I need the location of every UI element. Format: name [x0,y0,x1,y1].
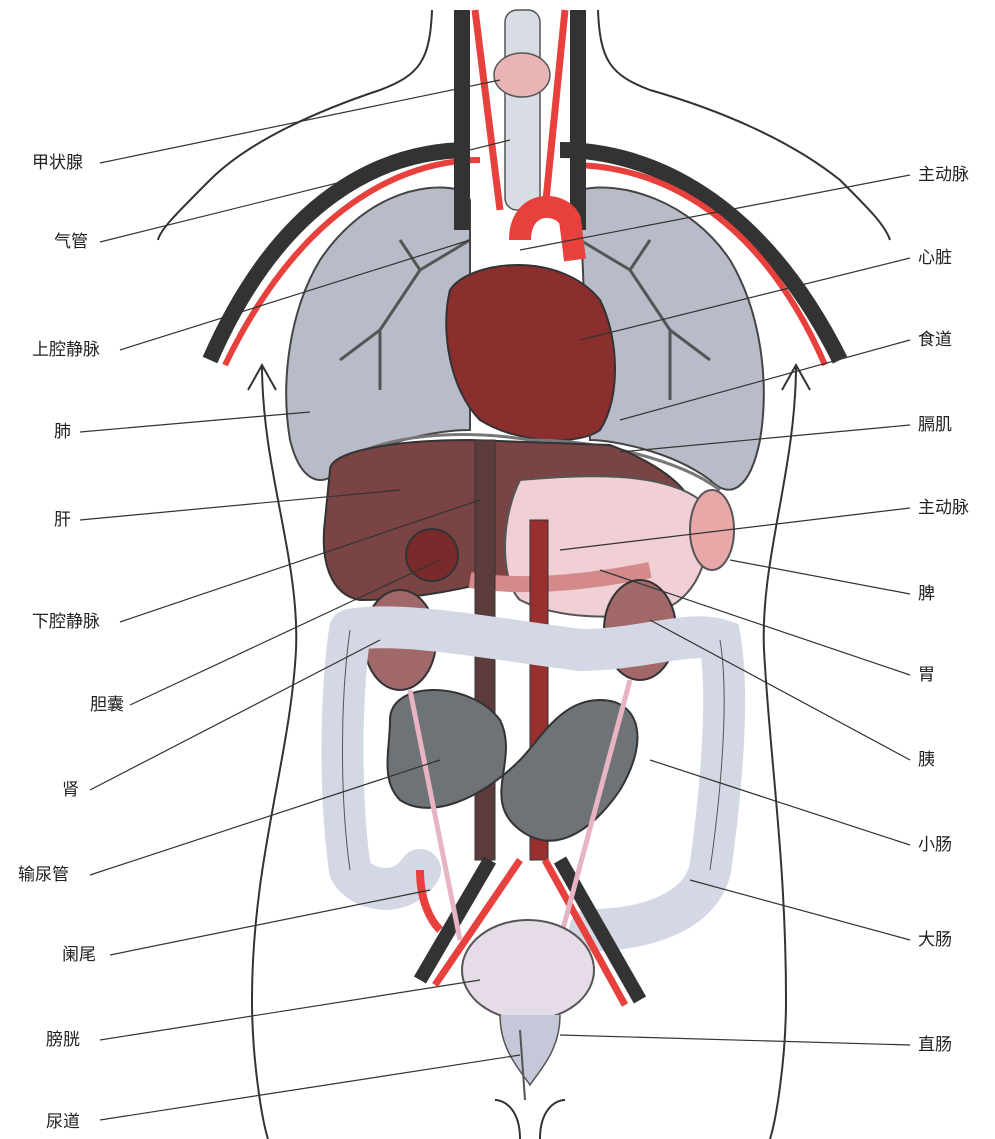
label-thyroid: 甲状腺 [32,153,83,173]
label-heart: 心脏 [918,248,952,268]
bladder [462,920,594,1020]
body-right-side [764,365,796,1139]
label-aorta-lower: 主动脉 [918,498,969,518]
trachea [505,10,540,210]
label-inferior-vena-cava: 下腔静脉 [32,612,100,632]
aorta-arch [520,207,575,260]
neck-left [495,1100,520,1139]
leader-lung [80,412,310,432]
label-aorta-upper: 主动脉 [918,165,969,185]
label-rectum: 直肠 [918,1035,952,1055]
label-diaphragm: 膈肌 [918,415,952,435]
label-liver: 肝 [54,510,71,530]
label-gallbladder: 胆囊 [90,695,124,715]
label-kidney: 肾 [62,780,79,800]
label-trachea: 气管 [54,232,88,252]
label-urethra: 尿道 [46,1112,80,1132]
rectum [500,1015,560,1085]
body-left-side [252,365,296,1139]
leader-urethra [100,1055,520,1120]
label-stomach: 胃 [918,665,935,685]
gallbladder [406,529,458,581]
leader-pancreas [650,620,910,760]
label-pancreas: 胰 [918,750,935,770]
label-spleen: 脾 [918,584,935,604]
neck-artery-left [475,10,500,210]
label-ureter: 输尿管 [18,865,69,885]
thyroid [494,53,550,97]
leader-small-intestine [650,760,910,845]
label-superior-vena-cava: 上腔静脉 [32,340,100,360]
label-small-intestine: 小肠 [918,835,952,855]
label-lung: 肺 [54,422,71,442]
label-bladder: 膀胱 [46,1030,80,1050]
leader-appendix [110,890,430,955]
leader-bladder [100,980,480,1040]
leader-rectum [560,1035,910,1045]
label-esophagus: 食道 [918,330,952,350]
leader-spleen [730,560,910,594]
heart [446,265,615,440]
leader-large-intestine [690,880,910,940]
neck-artery-right [545,10,565,210]
neck-right [540,1100,565,1139]
label-appendix: 阑尾 [62,945,96,965]
label-large-intestine: 大肠 [918,930,952,950]
